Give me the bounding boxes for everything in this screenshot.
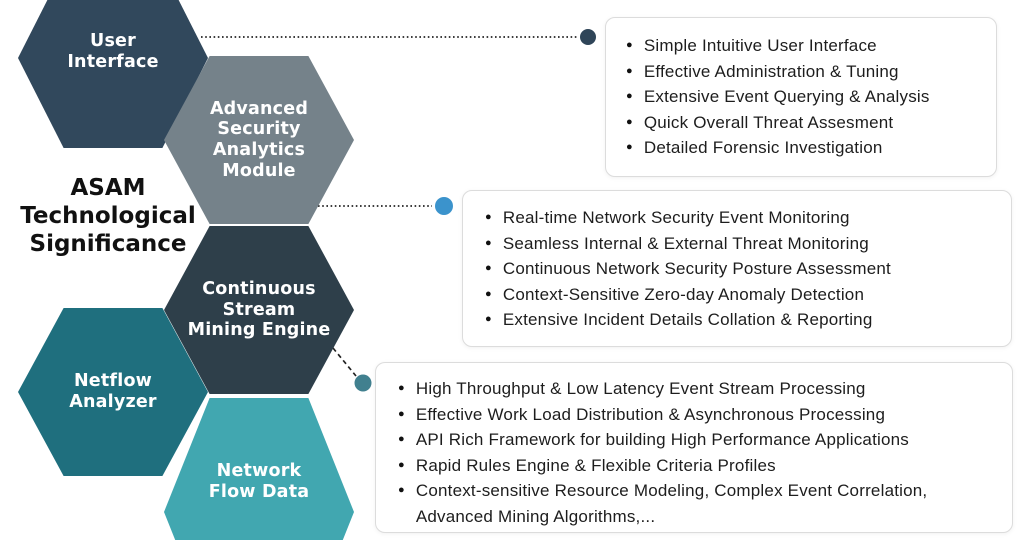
feature-text: API Rich Framework for building High Per…	[415, 430, 909, 449]
feature-text: Seamless Internal & External Threat Moni…	[502, 233, 869, 253]
feature-item: ● Seamless Internal & External Threat Mon…	[485, 231, 997, 257]
feature-panel-user-interface: ● Simple Intuitive User Interface ● Effect…	[605, 17, 997, 177]
connector-dot-user-interface	[580, 29, 596, 45]
feature-item: ● Context-sensitive Resource Modeling, Co…	[398, 478, 998, 529]
feature-list: ● Real-time Network Security Event Monito…	[485, 205, 997, 333]
bullet-icon: ●	[485, 262, 492, 274]
feature-text: Rapid Rules Engine & Flexible Criteria P…	[415, 455, 776, 475]
bullet-icon: ●	[626, 115, 633, 128]
feature-text: Quick Overall Threat Assesment	[643, 112, 894, 132]
feature-item: ● Effective Work Load Distribution & Asyn…	[398, 402, 998, 428]
bullet-icon: ●	[398, 407, 405, 420]
feature-item: ● Extensive Incident Details Collation & …	[485, 307, 997, 333]
bullet-icon: ●	[626, 64, 633, 77]
diagram-title-line: Technological	[20, 203, 196, 229]
bullet-icon: ●	[485, 211, 492, 223]
diagram-title-line: ASAM	[70, 175, 146, 201]
bullet-icon: ●	[626, 141, 633, 153]
hexagon-label: Interface	[67, 52, 159, 72]
feature-item: ● Effective Administration & Tuning	[626, 59, 982, 85]
feature-item: ● API Rich Framework for building High Pe…	[398, 427, 998, 453]
feature-text: Detailed Forensic Investigation	[643, 138, 883, 157]
hexagon-netflow-analyzer: Netflow Analyzer	[18, 308, 208, 476]
hexagon-label: Analyzer	[69, 392, 157, 412]
connector-line-mining-engine	[332, 347, 357, 377]
feature-text: Effective Work Load Distribution & Async…	[415, 404, 886, 424]
feature-item: ● High Throughput & Low Latency Event Str…	[398, 376, 998, 402]
feature-item: ● Simple Intuitive User Interface	[626, 33, 982, 59]
bullet-icon: ●	[485, 313, 492, 325]
diagram-title-line: Significance	[29, 231, 187, 257]
feature-panel-asam-module: ● Real-time Network Security Event Monito…	[462, 190, 1012, 347]
feature-item: ● Quick Overall Threat Assesment	[626, 110, 982, 136]
feature-text: Simple Intuitive User Interface	[643, 36, 877, 55]
bullet-icon: ●	[398, 382, 405, 394]
hexagon-label: Security	[217, 119, 301, 140]
hexagon-label: Advanced	[209, 98, 309, 119]
feature-list: ● High Throughput & Low Latency Event Str…	[398, 376, 998, 529]
feature-item: ● Extensive Event Querying & Analysis	[626, 84, 982, 110]
feature-item: ● Continuous Network Security Posture Ass…	[485, 256, 997, 282]
bullet-icon: ●	[485, 287, 492, 300]
bullet-icon: ●	[398, 433, 405, 445]
bullet-icon: ●	[626, 39, 633, 51]
hexagon-label: Module	[222, 160, 296, 181]
feature-text: Extensive Event Querying & Analysis	[643, 87, 930, 106]
feature-item: ● Detailed Forensic Investigation	[626, 135, 982, 161]
bullet-icon: ●	[485, 236, 492, 249]
feature-list: ● Simple Intuitive User Interface ● Effect…	[626, 33, 982, 161]
hexagon-label: Flow Data	[208, 482, 310, 502]
hexagon-label: Stream	[222, 299, 296, 320]
hexagon-label: User	[90, 31, 136, 52]
connector-dot-mining-engine	[354, 374, 372, 392]
diagram-title: ASAM Technological Significance	[0, 174, 216, 258]
feature-text: Continuous Network Security Posture Asse…	[502, 259, 891, 278]
feature-item: ● Context-Sensitive Zero-day Anomaly Dete…	[485, 282, 997, 308]
hexagon-mining-engine: Continuous Stream Mining Engine	[164, 226, 354, 394]
hexagon-label: Mining Engine	[187, 320, 331, 341]
hexagon-label: Analytics	[212, 140, 306, 160]
feature-text: Context-Sensitive Zero-day Anomaly Detec…	[502, 284, 865, 304]
bullet-icon: ●	[626, 90, 633, 102]
feature-text: Real-time Network Security Event Monitor…	[502, 208, 850, 227]
bullet-icon: ●	[398, 484, 405, 496]
feature-text: Extensive Incident Details Collation & R…	[502, 310, 873, 329]
feature-text: Context-sensitive Resource Modeling, Com…	[415, 481, 928, 526]
hexagon-label: Network	[216, 461, 302, 482]
feature-panel-mining-engine: ● High Throughput & Low Latency Event Str…	[375, 362, 1013, 533]
feature-text: High Throughput & Low Latency Event Stre…	[415, 379, 866, 398]
feature-item: ● Real-time Network Security Event Monito…	[485, 205, 997, 231]
feature-text: Effective Administration & Tuning	[643, 61, 899, 81]
hexagon-label: Continuous	[202, 279, 316, 300]
hexagon-label: Netflow	[73, 371, 153, 392]
hexagon-asam-module: Advanced Security Analytics Module	[164, 56, 354, 224]
connector-dot-asam-module	[435, 197, 453, 215]
bullet-icon: ●	[398, 458, 405, 471]
feature-item: ● Rapid Rules Engine & Flexible Criteria …	[398, 453, 998, 479]
